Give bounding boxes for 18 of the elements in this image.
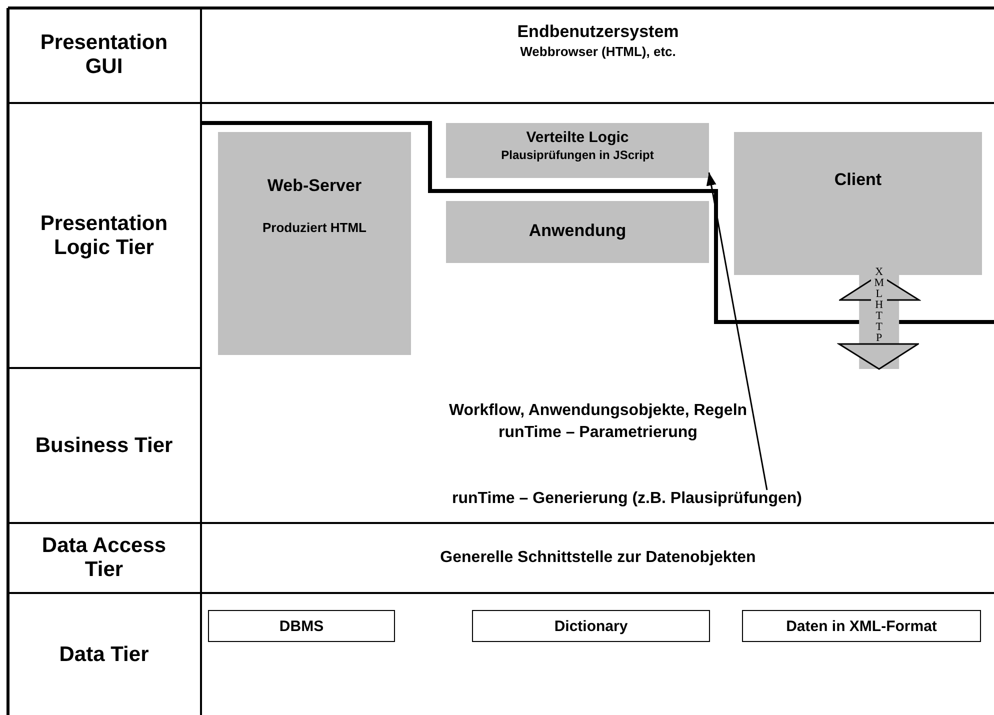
edge-label: XMLHTTP (871, 266, 888, 343)
tier-label: Data Tier (8, 594, 202, 715)
tier-label: Presentation GUI (8, 8, 202, 104)
data-store-box: Daten in XML-Format (742, 610, 981, 642)
arrow (706, 172, 768, 490)
process-box: Web-Server Produziert HTML (218, 132, 411, 355)
tier-label: Data Access Tier (8, 524, 202, 594)
tier-label: Presentation Logic Tier (8, 104, 202, 369)
process-box: Verteilte Logic Plausiprüfungen in JScript (446, 123, 709, 178)
annotation-text: runTime – Generierung (z.B. Plausiprüfungen) (452, 490, 802, 512)
tier-band: Generelle Schnittstelle zur Datenobjekten (202, 524, 994, 594)
tier-band: Endbenutzersystem Webbrowser (HTML), etc. (202, 8, 994, 104)
double-arrow (838, 274, 920, 370)
data-store-box: Dictionary (472, 610, 710, 642)
data-store-box: DBMS (208, 610, 395, 642)
tier-label: Business Tier (8, 369, 202, 524)
process-box: Anwendung (446, 201, 709, 263)
tier-band: Workflow, Anwendungsobjekte, Regeln runTime – Parametrierung runTime – Generierung (z.B. Plausiprüfungen) (202, 369, 994, 524)
